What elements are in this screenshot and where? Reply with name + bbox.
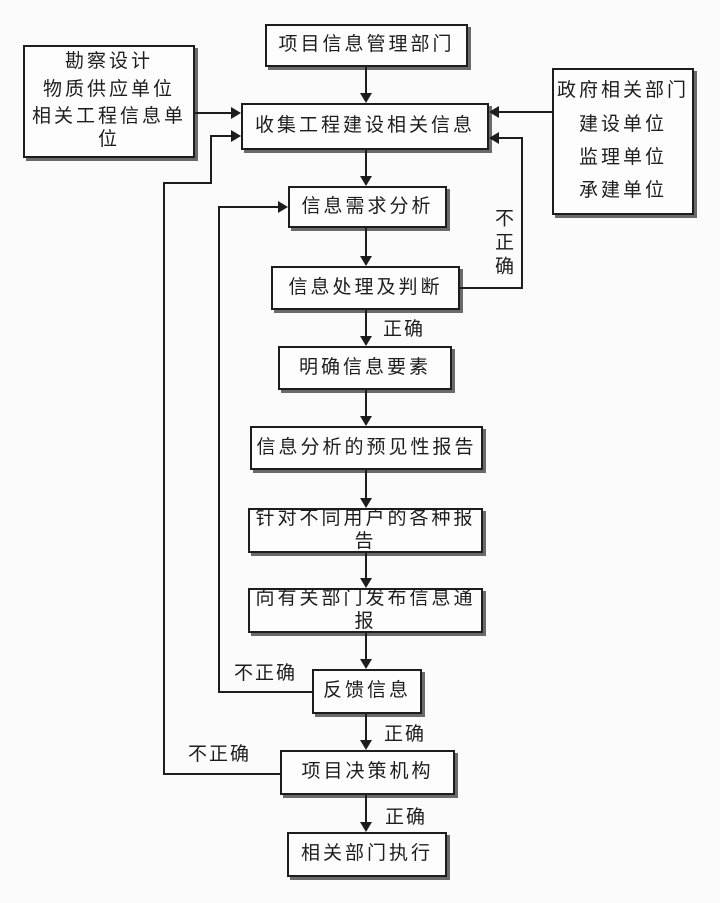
arrowhead-feedback-incorrect [278, 201, 288, 213]
edge-decision-to-execute [365, 795, 367, 822]
node-user-reports: 针对不同用户的各种报告 [248, 508, 483, 553]
arrowhead-reports-to-publish [360, 578, 372, 588]
edge-process-incorrect-h2 [499, 137, 523, 139]
edge-feedback-incorrect-h1 [218, 691, 312, 693]
node-collect-info: 收集工程建设相关信息 [241, 103, 489, 150]
node-forecast-report: 信息分析的预见性报告 [250, 426, 483, 470]
arrowhead-process-incorrect [489, 132, 499, 144]
edge-forecast-to-reports [365, 470, 367, 498]
node-publish-bulletin-label: 向有关部门发布信息通报 [255, 587, 476, 632]
right-source-line-3: 监理单位 [578, 146, 667, 168]
arrowhead-left-sources-to-collect [231, 107, 241, 119]
edge-decision-incorrect-v1 [163, 182, 165, 775]
node-forecast-report-label: 信息分析的预见性报告 [256, 436, 477, 458]
left-source-line-2: 物质供应单位 [42, 78, 175, 100]
edge-process-incorrect-h1 [460, 287, 523, 289]
left-source-line-1: 勘察设计 [64, 51, 153, 73]
right-source-line-1: 政府相关部门 [556, 80, 689, 102]
node-execute-depts: 相关部门执行 [287, 832, 447, 877]
node-clarify-elements: 明确信息要素 [278, 346, 452, 390]
node-project-info-dept: 项目信息管理部门 [265, 24, 468, 67]
node-execute-depts-label: 相关部门执行 [300, 843, 433, 865]
edge-feedback-incorrect-h2 [218, 206, 278, 208]
edge-reports-to-publish [365, 553, 367, 578]
edge-clarify-to-forecast [365, 390, 367, 416]
edge-feedback-incorrect-v [218, 206, 220, 693]
node-process-judge-label: 信息处理及判断 [288, 276, 443, 298]
node-publish-bulletin: 向有关部门发布信息通报 [248, 588, 483, 633]
edge-decision-incorrect-h2 [163, 182, 212, 184]
edge-right-sources-to-collect [499, 111, 552, 113]
edge-decision-incorrect-h1 [163, 773, 280, 775]
node-collect-info-label: 收集工程建设相关信息 [254, 115, 475, 137]
edge-left-sources-to-collect [195, 112, 231, 114]
node-left-sources: 勘察设计 物质供应单位 相关工程信息单位 [23, 45, 195, 158]
node-project-info-dept-label: 项目信息管理部门 [278, 34, 455, 56]
node-clarify-elements-label: 明确信息要素 [298, 356, 431, 378]
edge-process-incorrect-v [521, 137, 523, 289]
arrowhead-publish-to-feedback [360, 659, 372, 669]
arrowhead-forecast-to-reports [360, 498, 372, 508]
arrowhead-feedback-to-decision [360, 740, 372, 750]
label-correct-after-process: 正确 [383, 319, 426, 340]
label-correct-after-decision: 正确 [385, 807, 428, 828]
node-user-reports-label: 针对不同用户的各种报告 [255, 507, 476, 552]
arrowhead-right-sources-to-collect [489, 106, 499, 118]
node-right-sources: 政府相关部门 建设单位 监理单位 承建单位 [552, 68, 694, 215]
right-source-line-2: 建设单位 [578, 113, 667, 135]
arrowhead-top-to-collect [360, 93, 372, 103]
node-demand-analysis-label: 信息需求分析 [301, 195, 434, 217]
node-demand-analysis: 信息需求分析 [288, 186, 447, 228]
arrowhead-decision-to-execute [360, 822, 372, 832]
edge-process-to-clarify [365, 310, 367, 336]
edge-decision-incorrect-h3 [210, 135, 231, 137]
edge-publish-to-feedback [365, 633, 367, 659]
edge-decision-incorrect-v2 [210, 135, 212, 184]
label-incorrect-decision-loop: 不正确 [188, 744, 252, 765]
arrowhead-collect-to-demand [360, 176, 372, 186]
arrowhead-decision-incorrect [231, 130, 241, 142]
label-incorrect-feedback-loop: 不正确 [234, 663, 298, 684]
node-decision-body: 项目决策机构 [280, 750, 455, 795]
node-feedback-info: 反馈信息 [312, 669, 422, 714]
right-source-line-4: 承建单位 [578, 179, 667, 201]
edge-collect-to-demand [365, 150, 367, 176]
node-decision-body-label: 项目决策机构 [301, 761, 434, 783]
edge-top-to-collect [365, 67, 367, 93]
label-incorrect-process-loop: 不正确 [492, 208, 513, 280]
label-correct-after-feedback: 正确 [384, 724, 427, 745]
arrowhead-process-to-clarify [360, 336, 372, 346]
node-feedback-info-label: 反馈信息 [322, 680, 411, 702]
edge-feedback-to-decision [365, 714, 367, 740]
arrowhead-demand-to-process [360, 256, 372, 266]
left-source-line-3: 相关工程信息单位 [31, 105, 186, 150]
arrowhead-clarify-to-forecast [360, 416, 372, 426]
edge-demand-to-process [365, 228, 367, 256]
node-process-judge: 信息处理及判断 [271, 266, 460, 310]
